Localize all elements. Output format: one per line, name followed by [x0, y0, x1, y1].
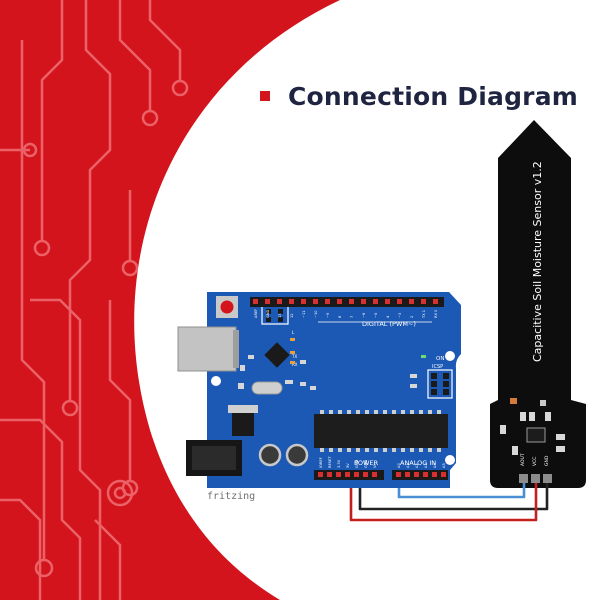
title-text: Connection Diagram [288, 81, 579, 111]
digital-pin-label: 12 [290, 313, 294, 318]
digital-pin-label: GND [266, 310, 270, 318]
analog-pin-label: A3 [424, 463, 428, 468]
usb-connector [177, 326, 237, 372]
wire-ground [358, 478, 549, 511]
analog-pin-label: A5 [442, 463, 446, 468]
sensor-label: Capacitive Soil Moisture Sensor v1.2 [531, 161, 544, 362]
sensor-header-aout [519, 474, 528, 483]
on-label: ON [436, 356, 444, 362]
tx-label: TX [291, 354, 297, 359]
wire-power [349, 478, 538, 522]
power-pin-labels: IOREF RESET 3.3V 5V GND GND Vin [319, 456, 377, 468]
digital-pin-label: ~3 [398, 313, 402, 318]
digital-pin-label: 2 [410, 316, 414, 318]
atmega-chip [314, 414, 448, 448]
sensor-pin-aout: AOUT [520, 453, 526, 466]
capacitor-2 [285, 443, 309, 467]
sensor-pin-vcc: VCC [532, 457, 538, 466]
arduino-uno-board: DIGITAL (PWM~) ON ICSP POWER ANALOG IN T… [177, 292, 461, 488]
sensor-pin-labels: AOUT VCC GND [520, 453, 550, 466]
analog-pin-label: A0 [397, 463, 401, 468]
power-pin-label: RESET [328, 456, 332, 468]
digital-pin-labels: AREF GND 13 12 ~11 ~10 ~9 8 7 ~6 ~5 4 ~3… [254, 309, 438, 319]
sensor-header-gnd [543, 474, 552, 483]
soil-moisture-sensor: Capacitive Soil Moisture Sensor v1.2 AOU… [490, 120, 586, 488]
analog-pin-labels: A0 A1 A2 A3 A4 A5 [397, 463, 446, 468]
digital-pin-label: ~9 [326, 312, 330, 318]
digital-pin-label: 4 [386, 315, 390, 318]
power-pin-label: Vin [373, 462, 377, 468]
capacitor-1 [258, 443, 282, 467]
digital-label: DIGITAL (PWM~) [362, 320, 416, 328]
sensor-components [500, 398, 565, 455]
page-title: Connection Diagram [260, 76, 590, 116]
sensor-header-vcc [531, 474, 540, 483]
title-bullet-icon [260, 91, 270, 101]
icsp-label: ICSP [432, 364, 443, 370]
digital-pin-label: ~5 [374, 313, 378, 318]
digital-pin-label: ~11 [302, 310, 306, 318]
analog-label: ANALOG IN [400, 459, 436, 467]
usb-chip [264, 342, 290, 368]
circuit-traces [0, 0, 189, 600]
power-pin-label: GND [355, 460, 359, 468]
sensor-pin-gnd: GND [544, 455, 550, 466]
digital-pin-label: TX 1 [422, 310, 426, 319]
fritzing-watermark: fritzing [207, 491, 256, 502]
analog-pin-label: A1 [406, 463, 410, 468]
analog-header [392, 470, 448, 480]
digital-pin-label: ~10 [314, 310, 318, 318]
board-chip-marks [290, 338, 426, 364]
digital-pin-label: AREF [254, 309, 258, 318]
analog-pin-label: A4 [433, 463, 437, 468]
power-label: POWER [354, 459, 379, 467]
digital-header [250, 297, 444, 307]
power-pin-label: 5V [346, 463, 350, 468]
power-pin-label: IOREF [319, 457, 323, 468]
digital-pin-label: 7 [350, 316, 354, 318]
rx-label: RX [292, 362, 298, 367]
l-label: L [292, 330, 295, 335]
digital-pin-label: RX 0 [434, 309, 438, 318]
power-pin-label: 3.3V [337, 459, 341, 468]
digital-pin-label: 13 [278, 313, 282, 318]
power-pin-label: GND [364, 460, 368, 468]
red-background-panel [0, 0, 340, 600]
digital-pin-label: 8 [338, 315, 342, 318]
digital-pin-label: ~6 [362, 312, 366, 318]
reset-button [220, 300, 234, 314]
analog-pin-label: A2 [415, 463, 419, 468]
crystal [251, 381, 283, 395]
